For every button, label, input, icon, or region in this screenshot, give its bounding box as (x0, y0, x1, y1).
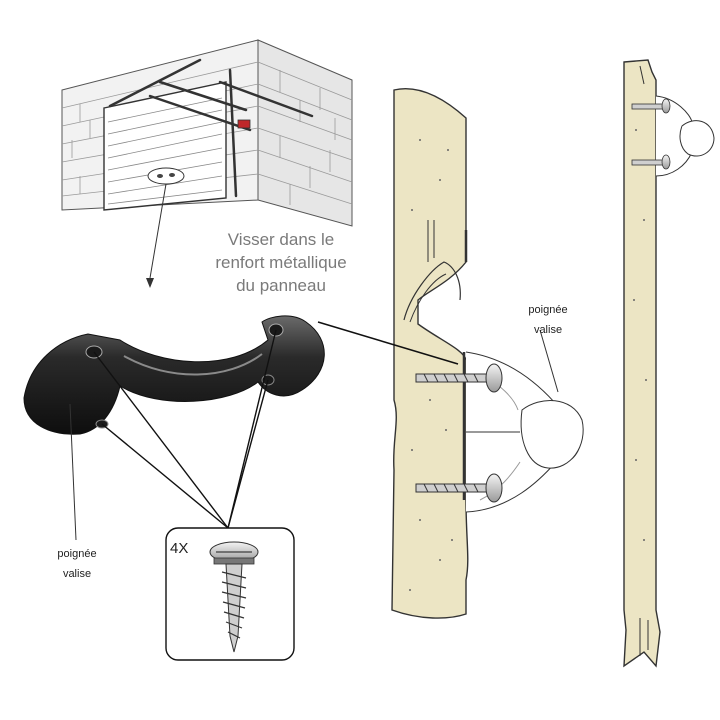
handle-label-left: poignée valise (32, 544, 122, 584)
instruction-line: du panneau (236, 276, 326, 295)
handle-label-leader (69, 403, 77, 541)
screw-icon (631, 154, 671, 170)
screw-icon (415, 473, 503, 503)
panel-full-view (623, 59, 715, 668)
screw-icon (631, 98, 671, 114)
screw-detail-box (165, 527, 295, 661)
door-handle-marker (147, 167, 185, 185)
opener-motor (237, 119, 251, 129)
label-line: poignée (528, 304, 568, 316)
label-line: poignée (57, 548, 97, 560)
screw-quantity: 4X (170, 540, 189, 557)
pointer-arrow (146, 183, 167, 288)
screw-instruction-note: Visser dans le renfort métallique du pan… (196, 228, 366, 297)
handle-label-section: poignée valise (508, 300, 588, 340)
instruction-line: renfort métallique (215, 253, 347, 272)
section-label-leader (539, 329, 559, 393)
instruction-line: Visser dans le (227, 230, 335, 249)
label-line: valise (533, 324, 563, 336)
screw-leader-lines (93, 329, 277, 529)
label-line: valise (62, 568, 92, 580)
screw-icon (415, 363, 503, 393)
garage-door-slats (107, 97, 223, 205)
instruction-leader (317, 321, 459, 365)
door-rails (108, 58, 314, 198)
panel-section-view (391, 88, 584, 619)
suitcase-handle-3d (23, 315, 325, 435)
garage-illustration (61, 39, 353, 227)
